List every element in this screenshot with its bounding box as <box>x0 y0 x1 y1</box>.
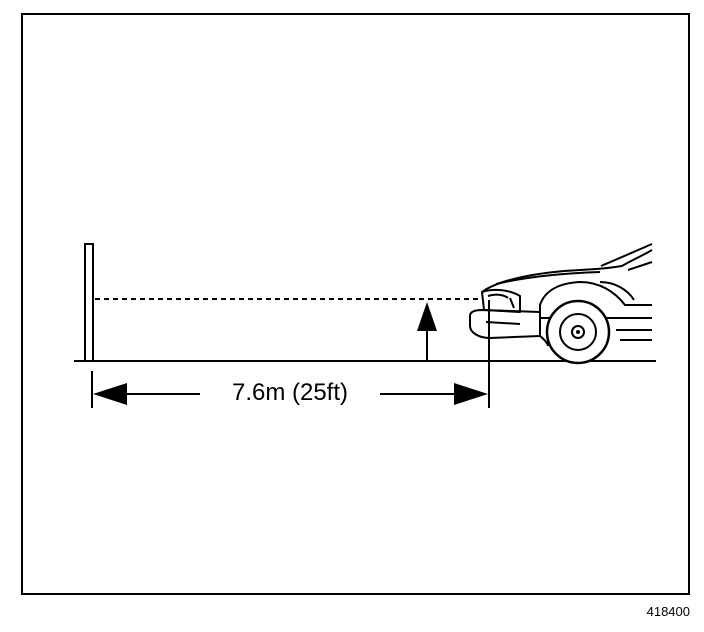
left-arrowhead <box>93 383 127 405</box>
aiming-screen-post <box>84 243 94 362</box>
vehicle-wheel <box>545 299 611 365</box>
figure-number: 418400 <box>646 604 690 619</box>
distance-label: 7.6m (25ft) <box>200 376 380 410</box>
vehicle-front <box>469 243 653 347</box>
right-arrowhead <box>454 383 488 405</box>
height-arrow <box>417 302 437 361</box>
distance-dimension <box>91 300 490 408</box>
